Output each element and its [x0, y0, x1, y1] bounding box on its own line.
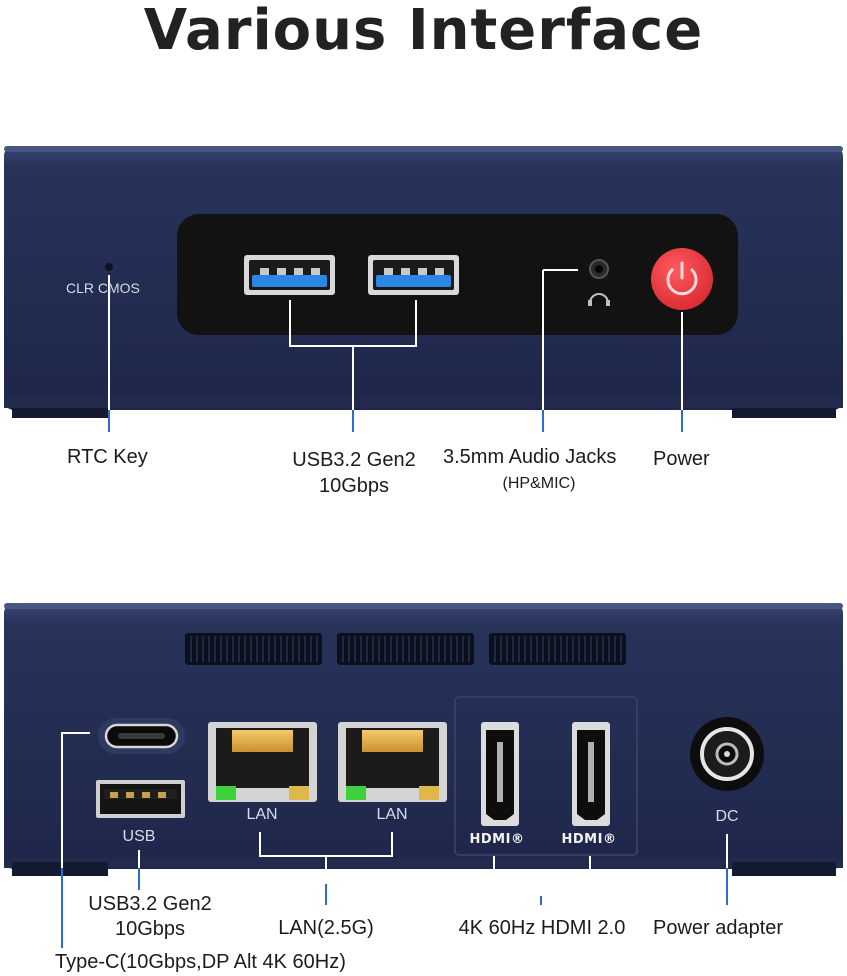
front-leaders-white: [108, 269, 683, 410]
lan-label: LAN(2.5G): [278, 917, 374, 939]
dc-jack: [690, 717, 764, 791]
usb-front-label-line2: 10Gbps: [318, 475, 390, 497]
back-leaders-blue: [61, 868, 728, 948]
vents: [185, 633, 626, 665]
usb-back-label-line2: 10Gbps: [114, 918, 186, 940]
hdmi-port-1: [481, 722, 519, 826]
audio-label-line1: 3.5mm Audio Jacks: [443, 446, 617, 468]
usb-a-port-front-2: [368, 255, 459, 295]
audio-label-line2: (HP&MIC): [502, 475, 576, 492]
usb-back-label-line1: USB3.2 Gen2: [88, 893, 212, 915]
vent-slats: [190, 636, 622, 662]
dc-port-label: DC: [715, 808, 739, 825]
usb-a-port-back: [96, 780, 185, 818]
power-adapter-label: Power adapter: [653, 917, 784, 939]
lan-port-1: [208, 722, 317, 802]
usb-a-port-front-1: [244, 255, 335, 295]
hdmi-logo-2: HDMI®: [561, 832, 617, 847]
hdmi-label: 4K 60Hz HDMI 2.0: [458, 917, 626, 939]
lan-port-label-1: LAN: [246, 806, 278, 823]
lan-port-label-2: LAN: [376, 806, 408, 823]
clr-cmos-hole: [105, 263, 113, 271]
type-c-port: [98, 718, 185, 754]
page-title: Various Interface: [143, 0, 704, 63]
hdmi-port-2: [572, 722, 610, 826]
type-c-label: Type-C(10Gbps,DP Alt 4K 60Hz): [55, 951, 346, 973]
hdmi-outline: [454, 696, 638, 856]
rtc-key-label: RTC Key: [67, 446, 148, 468]
audio-jack: [588, 259, 610, 306]
lan-port-2: [338, 722, 447, 802]
power-button-graphic: [651, 248, 713, 310]
usb-port-label: USB: [122, 828, 156, 845]
front-leaders-blue: [108, 410, 683, 432]
hdmi-logo-1: HDMI®: [469, 832, 525, 847]
hdmi-bracket: [493, 862, 591, 896]
usb-front-label-line1: USB3.2 Gen2: [292, 449, 416, 471]
clr-cmos-label: CLR CMOS: [66, 280, 140, 296]
power-label: Power: [653, 448, 710, 470]
